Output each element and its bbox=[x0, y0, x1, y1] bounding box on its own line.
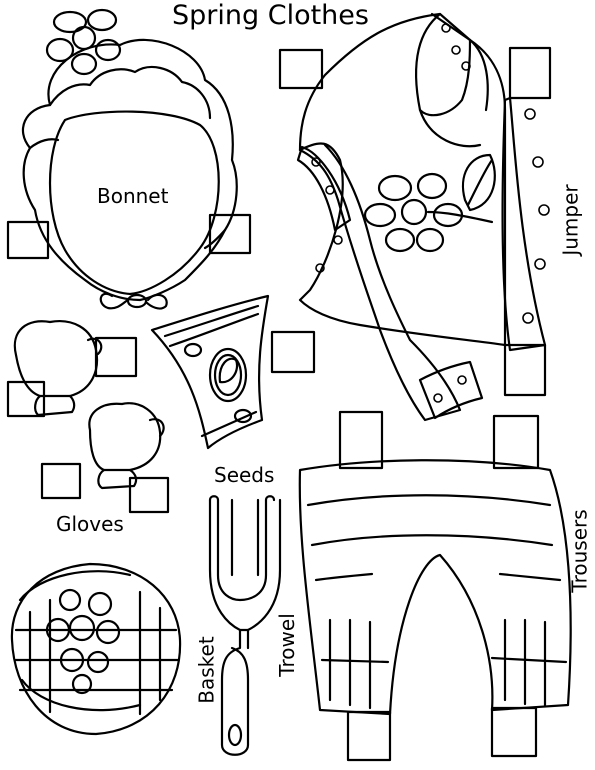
basket-drawing bbox=[10, 562, 182, 736]
trousers-label: Trousers bbox=[567, 509, 592, 593]
gloves-drawing bbox=[6, 320, 170, 514]
basket-flowers bbox=[45, 588, 121, 695]
jumper-flower bbox=[363, 153, 496, 253]
basket-label: Basket bbox=[194, 636, 219, 704]
trousers-drawing bbox=[298, 410, 572, 762]
trowel-drawing bbox=[208, 495, 282, 756]
page-title: Spring Clothes bbox=[172, 0, 369, 31]
bonnet-label: Bonnet bbox=[97, 184, 169, 208]
trowel-label: Trowel bbox=[274, 613, 299, 677]
bonnet-drawing bbox=[6, 8, 252, 310]
gloves-label: Gloves bbox=[56, 512, 124, 536]
jumper-trim-flowers bbox=[311, 23, 550, 403]
seeds-label: Seeds bbox=[214, 463, 275, 487]
seeds-drawing bbox=[150, 294, 270, 450]
bonnet-flower bbox=[45, 8, 122, 76]
jumper-label: Jumper bbox=[558, 184, 583, 256]
jumper-drawing bbox=[270, 12, 552, 422]
